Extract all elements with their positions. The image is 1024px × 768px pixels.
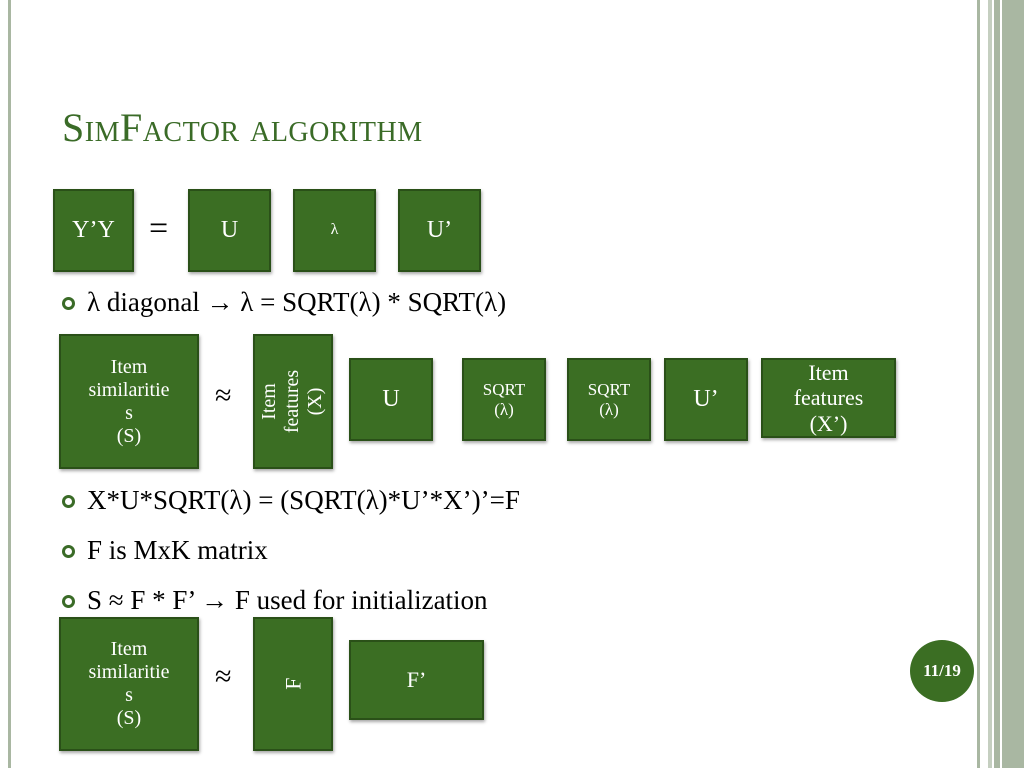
bullet-text: λ diagonal → λ = SQRT(λ) * SQRT(λ) [87,287,507,317]
bullet-icon [62,297,75,310]
bullet-f-matrix: F is MxK matrix [62,535,268,566]
right-frame-stripes [975,0,1024,768]
bullet-f-formula: X*U*SQRT(λ) = (SQRT(λ)*U’*X’)’=F [62,485,520,516]
box-sqrt-lambda-2: SQRT (λ) [567,358,651,441]
bullet-text: S ≈ F * F’ → F used for initialization [87,585,488,615]
box-lambda: λ [293,189,376,272]
box-item-similarities: Item similaritie s (S) [59,617,199,751]
box-yty: Y’Y [53,189,134,272]
bullet-icon [62,545,75,558]
box-f-transpose: F’ [349,640,484,720]
box-u: U [349,358,433,441]
bullet-icon [62,595,75,608]
box-item-similarities: Item similaritie s (S) [59,334,199,469]
slide-title: SimFactor algorithm [62,105,423,150]
bullet-text: F is MxK matrix [87,535,268,565]
approx-sign: ≈ [215,379,232,412]
box-item-features-x: Item features (X) [253,334,333,469]
bullet-f-initialization: S ≈ F * F’ → F used for initialization [62,585,488,616]
box-u: U [188,189,271,272]
box-item-features-xt: Item features (X’) [761,358,896,438]
bullet-text: X*U*SQRT(λ) = (SQRT(λ)*U’*X’)’=F [87,485,520,515]
left-frame-line [8,0,11,768]
bullet-lambda-diagonal: λ diagonal → λ = SQRT(λ) * SQRT(λ) [62,287,506,318]
box-sqrt-lambda-1: SQRT (λ) [462,358,546,441]
bullet-icon [62,495,75,508]
approx-sign: ≈ [215,660,232,693]
page-number-badge: 11/19 [910,640,974,702]
equals-sign: = [149,210,169,247]
box-f: F [253,617,333,751]
box-u-transpose: U’ [664,358,748,441]
box-u-transpose: U’ [398,189,481,272]
